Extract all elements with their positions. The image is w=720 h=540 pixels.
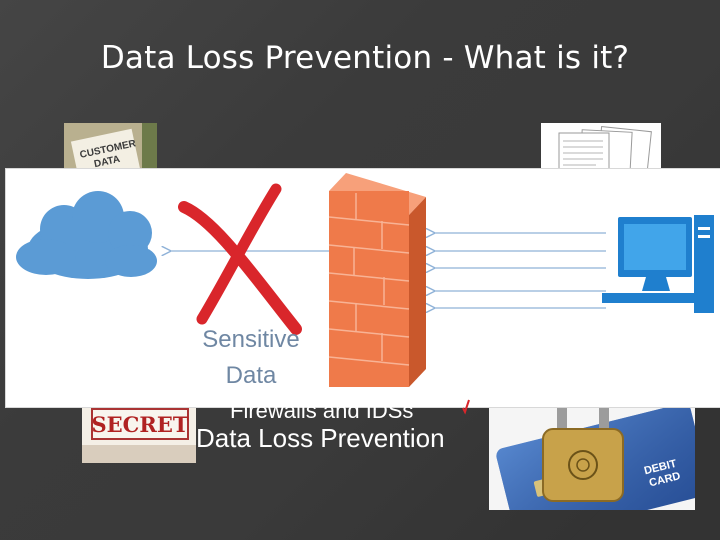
computer-icon <box>602 215 714 313</box>
customer-data-photo: CUSTOMER DATA <box>64 123 157 173</box>
firewalls-label: Firewalls and IDSs <box>230 398 414 423</box>
documents-photo <box>541 123 661 173</box>
dlp-label: Data Loss Prevention <box>196 423 445 453</box>
red-tick-icon <box>462 399 470 415</box>
x-mark-icon <box>178 183 302 335</box>
sensitive-label-line-2: Data <box>225 362 277 389</box>
customer-data-text-2: DATA <box>93 154 121 170</box>
padlock-icon <box>542 395 624 502</box>
sensitive-label-line-1: Sensitive <box>202 326 300 353</box>
card-padlock-photo: DEBIT CARD <box>489 395 695 510</box>
secret-stamp-text: SECRET <box>92 412 189 437</box>
traffic-arrows <box>434 233 606 308</box>
sensitive-data-label: Sensitive Data <box>196 322 306 394</box>
network-diagram <box>5 168 720 408</box>
slide-title: Data Loss Prevention - What is it? <box>100 40 630 76</box>
cloud-icon <box>16 191 157 279</box>
firewall-icon <box>328 173 426 387</box>
